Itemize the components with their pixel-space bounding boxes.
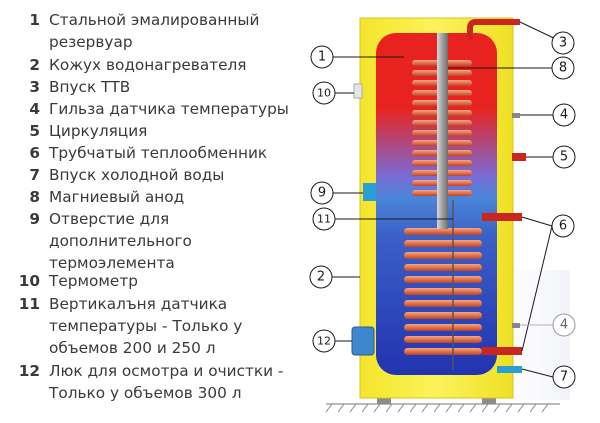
callout-number: 6 xyxy=(559,219,567,234)
legend-line: Вертикалъня датчика xyxy=(49,295,228,313)
legend-label: Впуск холодной воды xyxy=(49,165,299,187)
inspection-hatch xyxy=(351,326,375,356)
sensor-sleeve xyxy=(512,113,520,118)
legend-number: 2 xyxy=(29,56,40,74)
callout-number: 11 xyxy=(317,213,331,226)
legend-label: Термометр xyxy=(49,271,299,293)
sensor-hole xyxy=(363,183,376,201)
legend-line: Циркуляция xyxy=(49,122,148,140)
coil-port-lower xyxy=(482,347,522,355)
callout-2: 2 xyxy=(309,265,333,289)
legend-line: Магниевый анод xyxy=(49,188,185,206)
callout-number: 3 xyxy=(559,36,567,51)
callout-number: 4 xyxy=(560,108,568,123)
coil-port-upper xyxy=(482,213,522,221)
callout-number: 1 xyxy=(318,50,326,65)
legend-line: Впуск ТТВ xyxy=(49,78,131,96)
legend-label: Стальной эмалированный резервуар xyxy=(49,10,299,54)
callout-number: 4 xyxy=(560,318,568,333)
callout-6: 6 xyxy=(551,214,575,238)
legend-label: Вертикалъня датчика температуры - Только… xyxy=(49,294,299,359)
legend-line: термоэлемента xyxy=(49,253,175,272)
legend-line: Трубчатый теплообменник xyxy=(49,144,268,162)
legend-line: дополнительного xyxy=(49,231,192,250)
legend-number: 7 xyxy=(29,166,40,184)
legend-line: Стальной эмалированный xyxy=(49,11,260,29)
legend-line: Кожух водонагревателя xyxy=(49,56,247,74)
callout-number: 8 xyxy=(559,61,567,76)
legend-number: 10 xyxy=(18,272,40,290)
legend-number: 11 xyxy=(18,295,40,313)
legend-label: Кожух водонагревателя xyxy=(49,55,299,77)
legend-label: Люк для осмотра и очистки - Только у объ… xyxy=(49,361,299,405)
legend-label: Циркуляция xyxy=(49,121,299,143)
callout-12: 12 xyxy=(312,329,336,353)
callout-number: 12 xyxy=(317,335,331,348)
lower-coil xyxy=(404,228,482,355)
magnesium-anode xyxy=(437,33,448,229)
callout-number: 2 xyxy=(317,270,325,285)
legend-label: Трубчатый теплообменник xyxy=(49,143,299,165)
water-heater-diagram: 1 2 3 8 10 4 5 9 xyxy=(300,0,600,423)
callout-4-upper: 4 xyxy=(552,103,576,127)
callout-3: 3 xyxy=(551,31,575,55)
legend-number: 12 xyxy=(18,362,40,380)
callout-4-lower: 4 xyxy=(552,313,576,337)
legend-number: 6 xyxy=(29,144,40,162)
legend-label: Магниевый анод xyxy=(49,187,299,209)
legend-number: 1 xyxy=(29,11,40,29)
legend-number: 9 xyxy=(29,210,40,228)
legend-label: Гильза датчика температуры xyxy=(49,99,299,121)
legend-line: Только у объемов 300 л xyxy=(49,383,242,402)
parts-legend: 1 Стальной эмалированный резервуар 2 Кож… xyxy=(18,10,299,405)
legend-line: Впуск холодной воды xyxy=(49,166,225,184)
callout-1: 1 xyxy=(310,45,334,69)
callout-11: 11 xyxy=(312,207,336,231)
callout-number: 7 xyxy=(560,370,568,385)
legend-line: Термометр xyxy=(49,272,138,290)
legend-line: температуры - Только у xyxy=(49,316,243,335)
thermometer xyxy=(353,83,363,99)
callout-number: 9 xyxy=(318,186,326,201)
legend-number: 3 xyxy=(29,78,40,96)
hot-water-outlet-pipe xyxy=(467,19,520,40)
callout-8: 8 xyxy=(551,56,575,80)
floor-hatching xyxy=(325,403,549,413)
legend-line: Отверстие для xyxy=(49,210,170,228)
legend-line: Гильза датчика температуры xyxy=(49,100,289,118)
diagram-canvas: 1 2 3 8 10 4 5 9 xyxy=(309,17,576,413)
legend-number: 5 xyxy=(29,122,40,140)
callout-7: 7 xyxy=(552,365,576,389)
legend-line: резервуар xyxy=(49,32,133,51)
legend-label: Отверстие для дополнительного термоэлеме… xyxy=(49,209,299,274)
circulation-port xyxy=(512,153,526,161)
callout-10: 10 xyxy=(312,81,336,105)
legend-line: Люк для осмотра и очистки - xyxy=(49,362,284,380)
legend-label: Впуск ТТВ xyxy=(49,77,299,99)
callout-5: 5 xyxy=(552,145,576,169)
cold-water-inlet xyxy=(497,366,522,373)
legend-number: 4 xyxy=(29,100,40,118)
sensor-sleeve xyxy=(512,323,520,328)
callout-number: 5 xyxy=(560,150,568,165)
callout-number: 10 xyxy=(317,87,331,100)
legend-line: объемов 200 и 250 л xyxy=(49,338,216,357)
callout-9: 9 xyxy=(310,181,334,205)
legend-number: 8 xyxy=(29,188,40,206)
